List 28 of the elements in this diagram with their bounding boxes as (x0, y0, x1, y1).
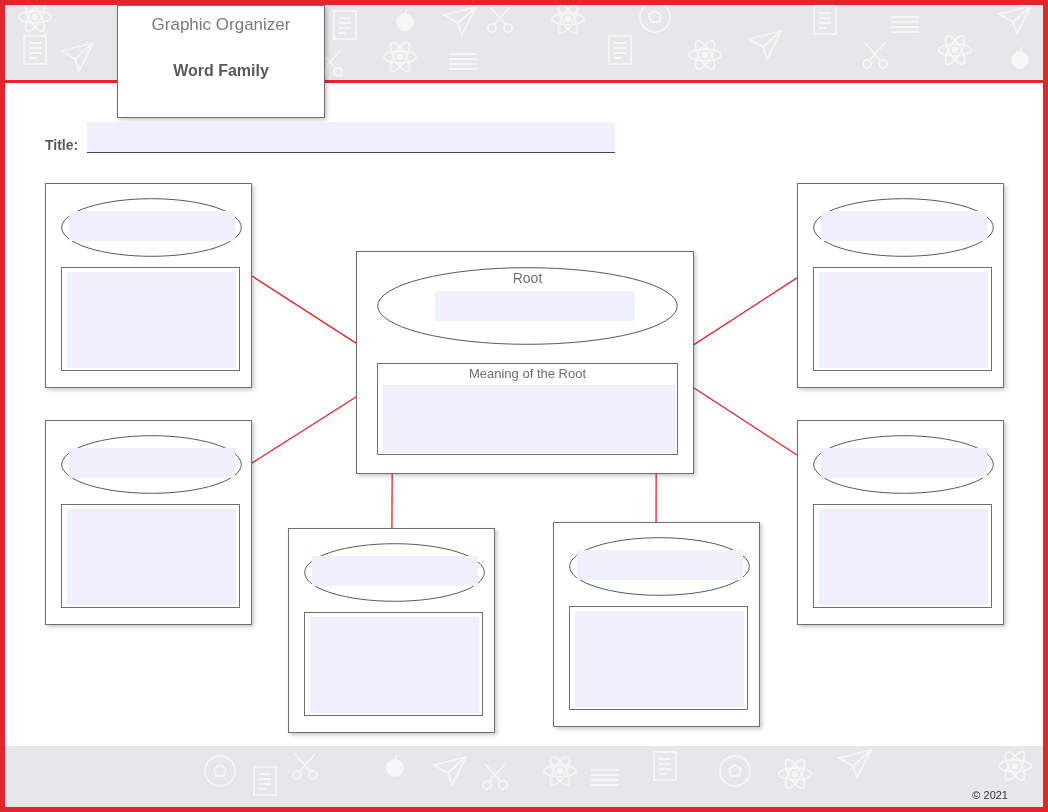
field-heading: Root (511, 270, 544, 287)
field-heading: Meaning of the Root (467, 367, 588, 382)
connector-line (251, 275, 357, 344)
connector-line (655, 473, 657, 523)
oval-frame (569, 537, 750, 596)
organizer-card (45, 420, 252, 625)
oval-frame (813, 198, 994, 257)
organizer-card (45, 183, 252, 388)
connector-line (693, 387, 798, 456)
field-label: Title: (45, 137, 79, 154)
connector-line (693, 277, 798, 346)
organizer-card (356, 251, 694, 474)
organizer-label: Graphic Organizer (150, 15, 292, 35)
connector-line (251, 396, 357, 464)
copyright-text: © 2021 (972, 789, 1008, 802)
oval-frame (61, 198, 242, 257)
oval-frame (304, 543, 485, 602)
organizer-card (797, 420, 1004, 625)
answer-frame (377, 363, 678, 455)
organizer-card (553, 522, 760, 727)
oval-frame (813, 435, 994, 494)
organizer-card (288, 528, 495, 733)
connector-line (391, 473, 393, 529)
oval-frame (377, 267, 678, 345)
header-card (117, 5, 325, 118)
organizer-card (797, 183, 1004, 388)
worksheet-title: Word Family (172, 62, 270, 81)
oval-frame (61, 435, 242, 494)
